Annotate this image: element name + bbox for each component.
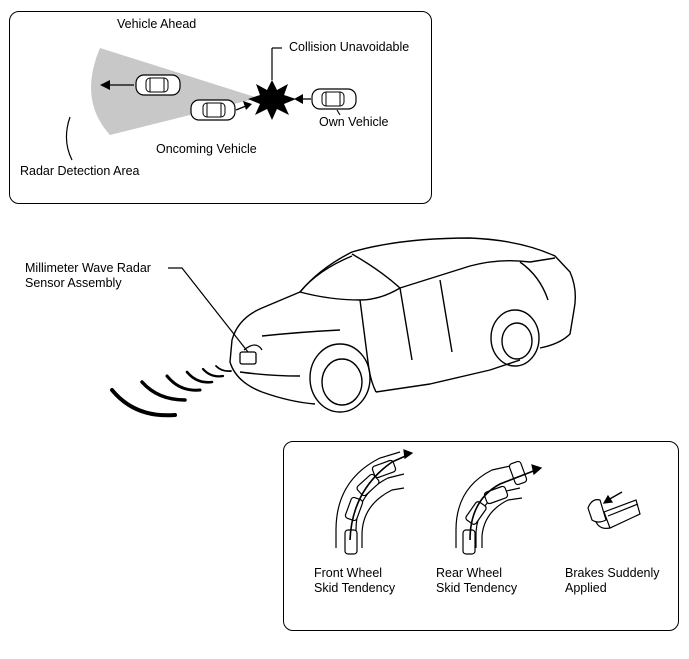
- rear-wheel-skid-illustration: [455, 460, 543, 555]
- label-collision-unavoidable: Collision Unavoidable: [289, 40, 410, 54]
- own-vehicle-car: [311, 88, 357, 110]
- radar-area-leader: [65, 116, 73, 161]
- label-radar-sensor-line2: Sensor Assembly: [25, 276, 122, 290]
- label-own-vehicle: Own Vehicle: [319, 115, 389, 129]
- label-front-wheel-line2: Skid Tendency: [314, 581, 396, 595]
- vehicle-wheels: [309, 309, 540, 413]
- collision-burst: [248, 80, 296, 120]
- label-rear-wheel-line1: Rear Wheel: [436, 566, 502, 580]
- vehicle-body: [229, 237, 577, 405]
- radar-sensor-leader: [168, 267, 249, 353]
- label-vehicle-ahead: Vehicle Ahead: [117, 17, 197, 31]
- label-radar-detection-area: Radar Detection Area: [20, 164, 140, 178]
- label-rear-wheel-line2: Skid Tendency: [436, 581, 518, 595]
- label-oncoming-vehicle: Oncoming Vehicle: [156, 142, 257, 156]
- radar-waves: [110, 365, 232, 418]
- label-brakes-line1: Brakes Suddenly: [565, 566, 660, 580]
- label-radar-sensor-line1: Millimeter Wave Radar: [25, 261, 151, 275]
- brake-pedal-illustration: [587, 491, 641, 529]
- label-front-wheel-line1: Front Wheel: [314, 566, 383, 580]
- label-brakes-line2: Applied: [565, 581, 607, 595]
- oncoming-vehicle-car: [190, 99, 236, 121]
- front-wheel-skid-illustration: [335, 449, 414, 555]
- vehicle-ahead-car: [135, 74, 181, 96]
- radar-sensor-assembly: [239, 344, 263, 365]
